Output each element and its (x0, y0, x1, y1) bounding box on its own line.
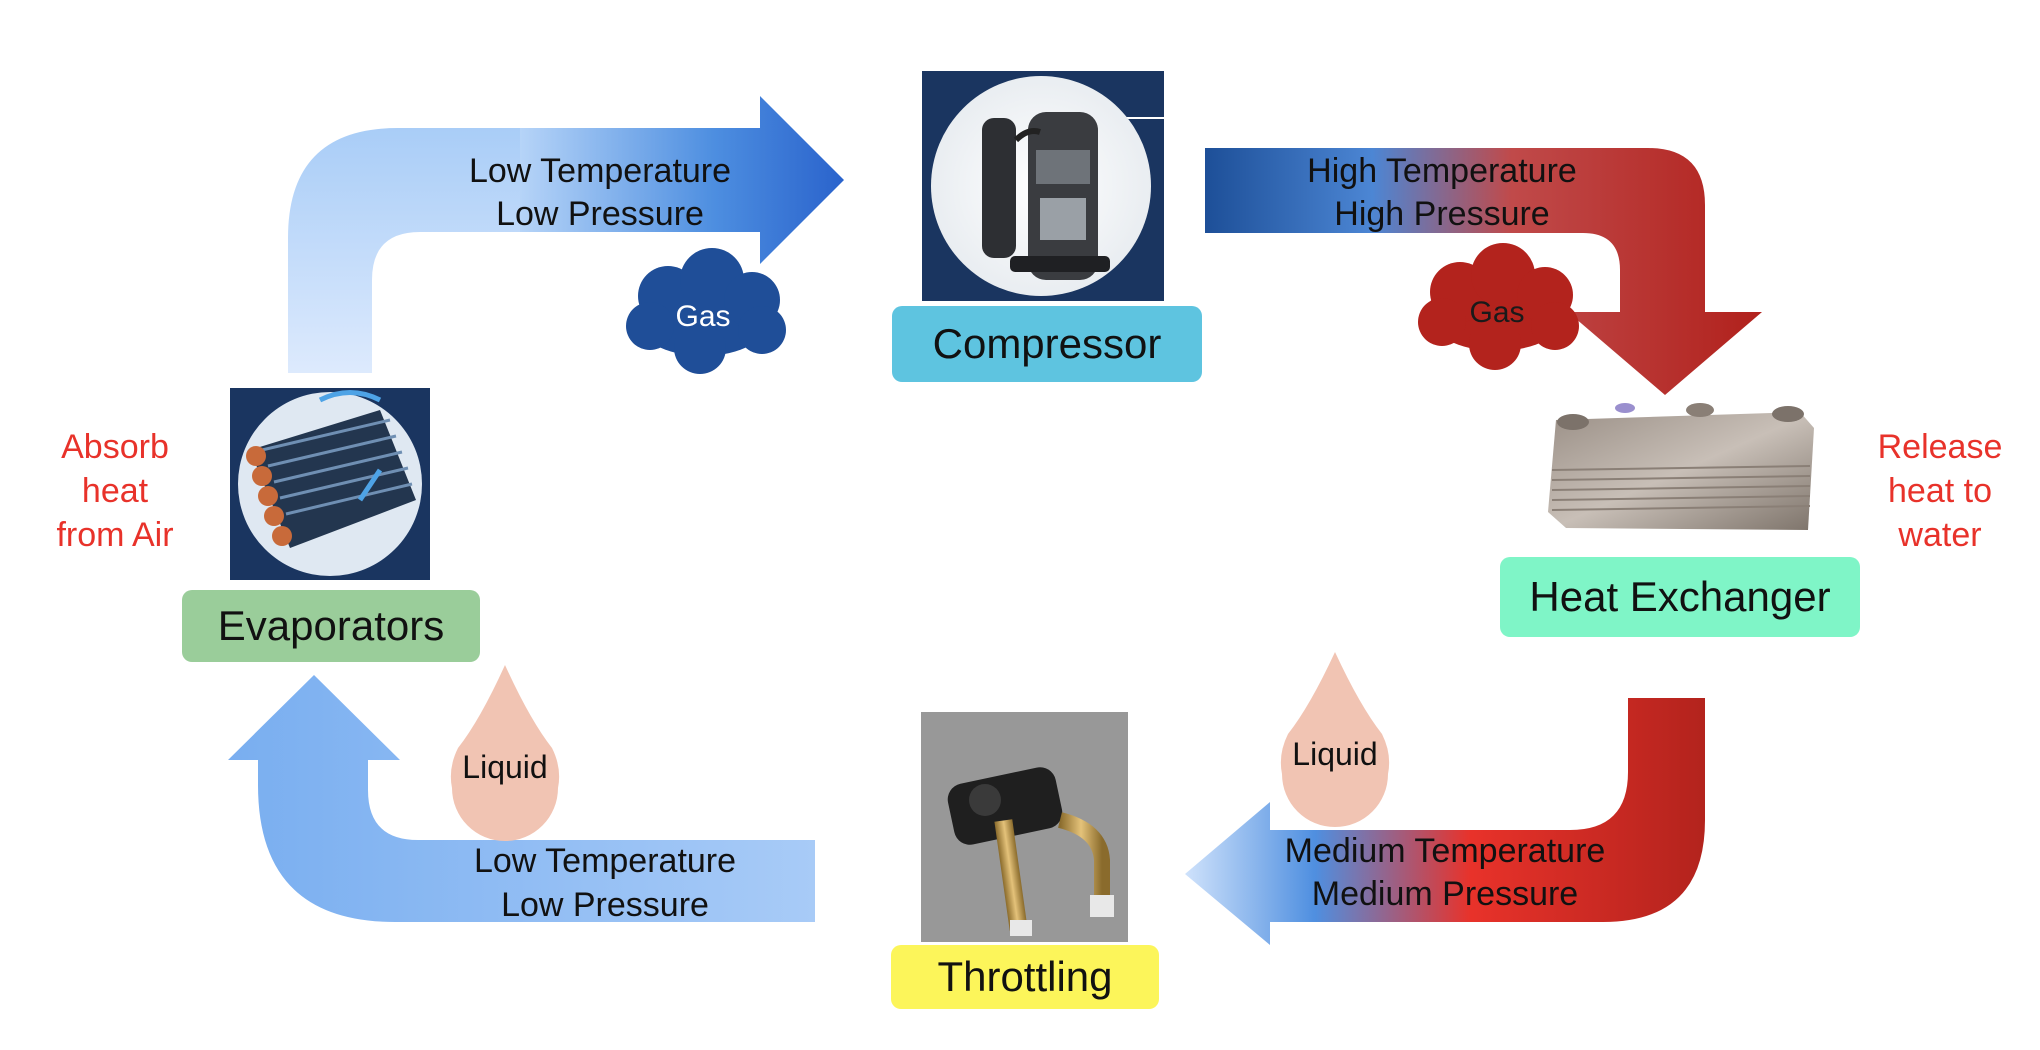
side-note-left: Absorb heat from Air (56, 428, 173, 554)
flow-bottom-left-line1: Low Temperature (474, 842, 736, 880)
liquid-label-right: Liquid (1292, 736, 1377, 772)
evaporator-coil-photo-icon (230, 388, 430, 580)
flow-top-right-line1: High Temperature (1307, 152, 1577, 190)
flow-top-left-line2: Low Pressure (496, 195, 704, 233)
side-note-right-line1: Release (1878, 428, 2003, 466)
flow-top-right-line2: High Pressure (1334, 195, 1549, 233)
heat-exchanger-label: Heat Exchanger (1500, 557, 1860, 637)
side-note-left-line2: heat (82, 472, 149, 510)
liquid-drop-left: Liquid (450, 665, 560, 841)
plate-heat-exchanger-photo-icon (1548, 403, 1814, 530)
flow-arrow-bottom-right: Medium Temperature Medium Pressure (1185, 698, 1705, 945)
flow-arrow-bottom-left: Low Temperature Low Pressure (228, 675, 815, 924)
flow-bottom-right-line2: Medium Pressure (1312, 875, 1578, 913)
side-note-right-line2: heat to (1888, 472, 1992, 510)
compressor-label: Compressor (892, 306, 1202, 382)
flow-arrow-top-right: High Temperature High Pressure (1205, 148, 1762, 395)
evaporators-label: Evaporators (182, 590, 480, 662)
flow-bottom-right-line1: Medium Temperature (1285, 832, 1606, 870)
throttling-label: Throttling (891, 945, 1159, 1009)
side-note-left-line1: Absorb (61, 428, 169, 466)
liquid-label-left: Liquid (462, 749, 547, 785)
compressor-photo-icon (922, 71, 1164, 301)
liquid-drop-right: Liquid (1280, 652, 1390, 827)
side-note-left-line3: from Air (56, 516, 173, 554)
flow-arrow-top-left: Low Temperature Low Pressure (288, 96, 844, 373)
gas-cloud-right: Gas (1418, 243, 1579, 370)
flow-bottom-left-line2: Low Pressure (501, 886, 709, 924)
expansion-valve-photo-icon (921, 712, 1128, 942)
side-note-right-line3: water (1897, 516, 1981, 554)
gas-label-left: Gas (675, 300, 730, 333)
gas-label-right: Gas (1469, 296, 1524, 329)
gas-cloud-left: Gas (626, 248, 786, 374)
flow-top-left-line1: Low Temperature (469, 152, 731, 190)
side-note-right: Release heat to water (1878, 428, 2003, 554)
